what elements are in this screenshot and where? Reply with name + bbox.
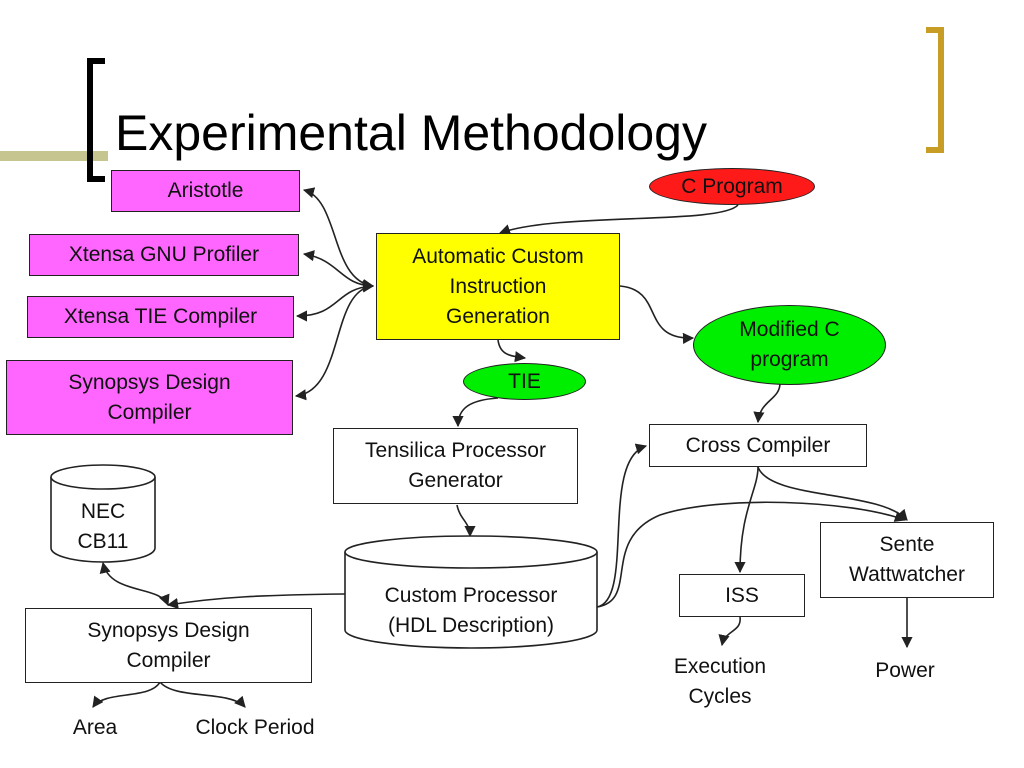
arrow-modifiedc-to-crosscompiler (753, 382, 781, 424)
arrow-crosscompiler-to-sente (757, 466, 908, 521)
arrow-customprocessor-to-synopsys (166, 593, 346, 610)
automatic-custom-instruction-generation-box: Automatic Custom Instruction Generation (376, 233, 620, 340)
iss-box: ISS (679, 574, 805, 617)
modified-c-program-ellipse: Modified C program (693, 305, 886, 385)
arrow-acig-to-tie (497, 339, 527, 363)
synopsys-design-compiler-tool-box: Synopsys Design Compiler (6, 360, 293, 435)
arrow-cprogram-to-acig (498, 204, 739, 235)
tensilica-processor-generator-box: Tensilica Processor Generator (333, 428, 578, 504)
right-bracket (926, 27, 944, 153)
execution-cycles-label: Execution Cycles (673, 655, 767, 708)
title-decor-bar (0, 151, 108, 161)
tie-ellipse: TIE (463, 363, 586, 400)
c-program-ellipse: C Program (649, 168, 815, 205)
arrow-iss-to-cycles (718, 616, 741, 647)
left-bracket (87, 58, 105, 182)
area-label: Area (72, 716, 118, 739)
arrow-nec-synopsys (99, 561, 170, 607)
sente-wattwatcher-box: Sente Wattwatcher (820, 522, 994, 598)
aristotle-box: Aristotle (111, 170, 300, 212)
xtensa-tie-compiler-box: Xtensa TIE Compiler (27, 296, 294, 338)
custom-processor-cylinder-shape (344, 535, 598, 649)
custom-processor-label: Custom Processor (HDL Description) (384, 584, 558, 637)
arrow-acig-to-modifiedc (619, 285, 695, 344)
arrow-crosscompiler-to-iss (734, 466, 759, 574)
synopsys-design-compiler-box: Synopsys Design Compiler (25, 608, 312, 683)
cross-compiler-box: Cross Compiler (649, 424, 867, 467)
power-label: Power (875, 659, 935, 682)
clock-period-label: Clock Period (195, 716, 315, 739)
xtensa-gnu-profiler-box: Xtensa GNU Profiler (29, 234, 299, 276)
nec-cb11-label: NEC CB11 (77, 500, 129, 553)
arrow-synopsys-acig (294, 281, 375, 401)
arrow-customprocessor-to-crosscompiler (596, 443, 648, 608)
arrow-profiler-acig (302, 250, 375, 292)
nec-cylinder-shape (50, 464, 156, 563)
slide-title: Experimental Methodology (115, 105, 707, 161)
arrow-tensilica-to-customprocessor (456, 504, 476, 538)
arrow-synopsys-to-clockperiod (159, 681, 246, 708)
arrow-synopsys-to-area (92, 681, 161, 708)
arrow-customprocessor-to-sente (596, 501, 907, 608)
arrow-tie-to-tensilica (452, 397, 499, 428)
